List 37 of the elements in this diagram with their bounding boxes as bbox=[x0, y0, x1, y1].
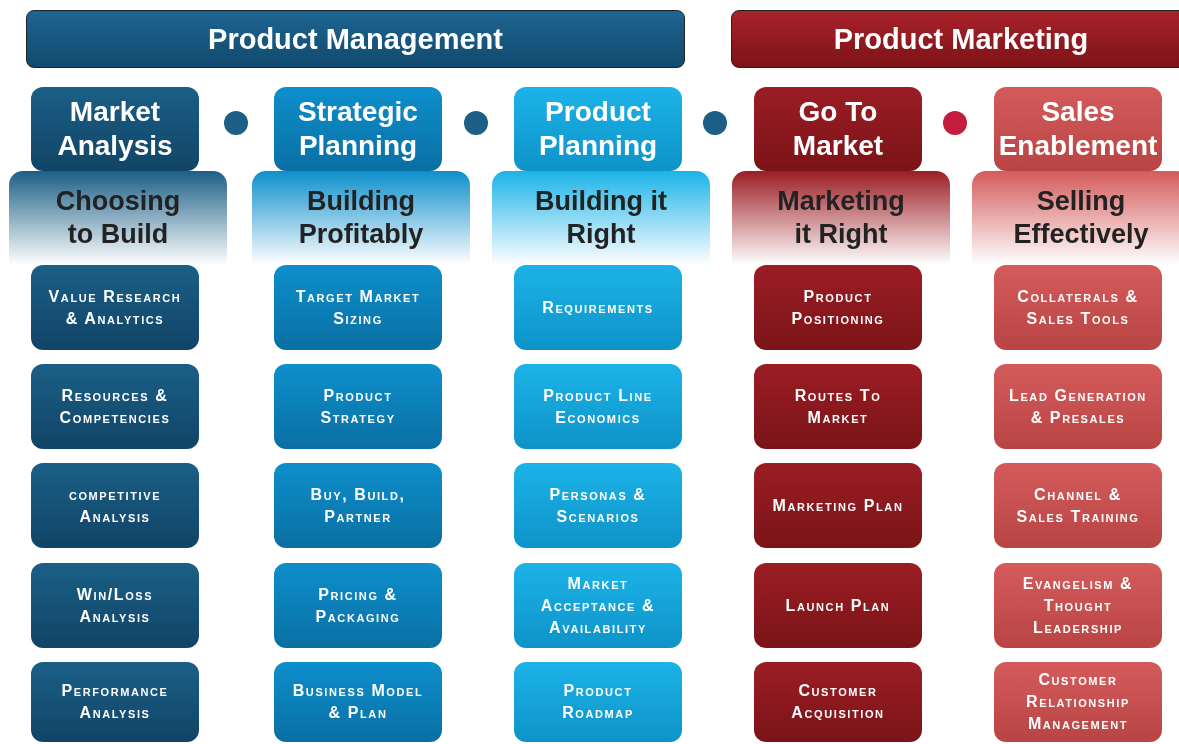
activity-card: Performance Analysis bbox=[31, 662, 199, 742]
activity-card: Product Positioning bbox=[754, 265, 922, 350]
activity-card: Evangelism & Thought Leadership bbox=[994, 563, 1162, 648]
activity-card: Requirements bbox=[514, 265, 682, 350]
activity-card: Personas & Scenarios bbox=[514, 463, 682, 548]
stage-subtitle-panel: Selling Effectively bbox=[972, 171, 1179, 265]
stage-heading-card: Strategic Planning bbox=[274, 87, 442, 171]
activity-card: Customer Relationship Management bbox=[994, 662, 1162, 742]
stage-subtitle-panel: Marketing it Right bbox=[732, 171, 950, 265]
activity-card: competitive Analysis bbox=[31, 463, 199, 548]
activity-card: Buy, Build, Partner bbox=[274, 463, 442, 548]
stage-heading-card: Market Analysis bbox=[31, 87, 199, 171]
section-banner: Product Management bbox=[26, 10, 685, 68]
stage-subtitle-panel: Building it Right bbox=[492, 171, 710, 265]
activity-card: Business Model & Plan bbox=[274, 662, 442, 742]
activity-card: Resources & Competencies bbox=[31, 364, 199, 449]
activity-card: Pricing & Packaging bbox=[274, 563, 442, 648]
activity-card: Routes To Market bbox=[754, 364, 922, 449]
stage-heading-card: Go To Market bbox=[754, 87, 922, 171]
activity-card: Product Line Economics bbox=[514, 364, 682, 449]
stage-subtitle-panel: Building Profitably bbox=[252, 171, 470, 265]
activity-card: Product Strategy bbox=[274, 364, 442, 449]
activity-card: Lead Generation & Presales bbox=[994, 364, 1162, 449]
activity-card: Market Acceptance & Availability bbox=[514, 563, 682, 648]
activity-card: Marketing Plan bbox=[754, 463, 922, 548]
activity-card: Product Roadmap bbox=[514, 662, 682, 742]
stage-subtitle-panel: Choosing to Build bbox=[9, 171, 227, 265]
activity-card: Channel & Sales Training bbox=[994, 463, 1162, 548]
stage-heading-card: Sales Enablement bbox=[994, 87, 1162, 171]
activity-card: Win/Loss Analysis bbox=[31, 563, 199, 648]
activity-card: Value Research & Analytics bbox=[31, 265, 199, 350]
activity-card: Target Market Sizing bbox=[274, 265, 442, 350]
activity-card: Collaterals & Sales Tools bbox=[994, 265, 1162, 350]
stage-heading-card: Product Planning bbox=[514, 87, 682, 171]
section-banner: Product Marketing bbox=[731, 10, 1179, 68]
activity-card: Launch Plan bbox=[754, 563, 922, 648]
activity-card: Customer Acquisition bbox=[754, 662, 922, 742]
